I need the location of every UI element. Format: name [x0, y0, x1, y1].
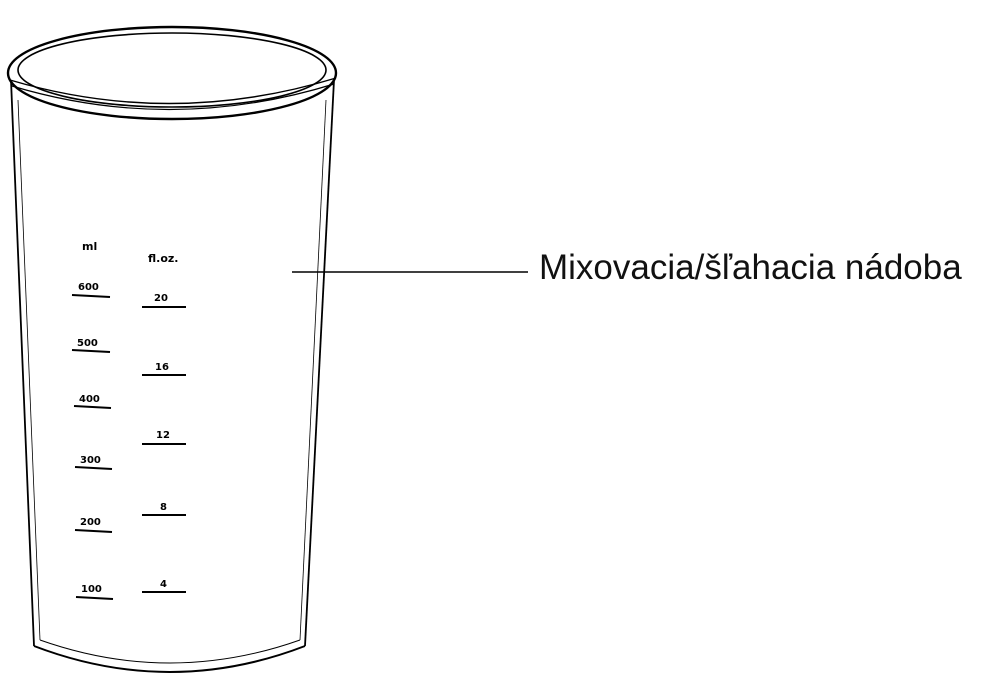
ml-mark-label: 400 [79, 394, 100, 405]
ml-mark-label: 300 [80, 455, 101, 466]
ml-mark-label: 100 [81, 584, 102, 595]
ml-mark-line [73, 405, 112, 409]
ml-scale: 600 500 400 300 200 100 [71, 282, 114, 600]
floz-mark-label: 4 [160, 579, 167, 590]
jug-body [10, 79, 335, 647]
floz-mark-label: 12 [156, 430, 170, 441]
floz-mark-label: 20 [154, 293, 168, 304]
callout-label: Mixovacia/šľahacia nádoba [539, 248, 962, 287]
floz-mark-label: 8 [160, 502, 167, 513]
ml-mark-line [75, 596, 114, 600]
jug-rim [6, 25, 338, 121]
ml-mark-line [74, 466, 113, 470]
ml-mark-label: 200 [80, 517, 101, 528]
floz-scale: 20 16 12 8 4 [142, 293, 186, 593]
ml-mark-line [71, 294, 111, 298]
ml-column-header: ml [82, 240, 97, 253]
ml-mark-line [71, 349, 111, 353]
ml-mark-label: 500 [77, 338, 98, 349]
floz-column-header: fl.oz. [148, 252, 178, 265]
jug-base [33, 639, 306, 673]
ml-mark-line [74, 529, 113, 533]
floz-mark-label: 16 [155, 362, 169, 373]
ml-mark-label: 600 [78, 282, 99, 293]
